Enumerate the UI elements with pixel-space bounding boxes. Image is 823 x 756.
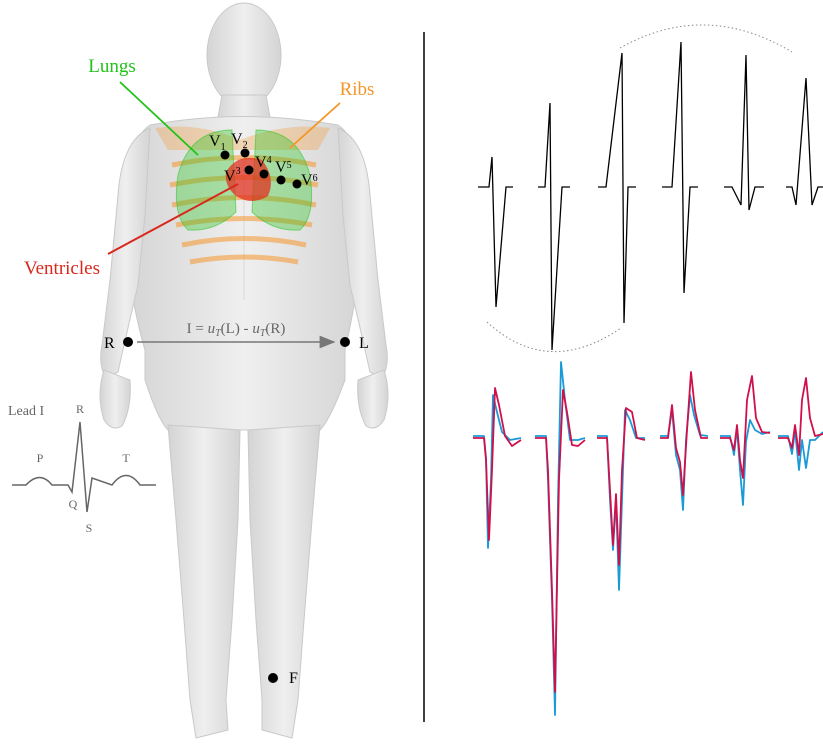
electrode-r-dot	[123, 337, 133, 347]
trace-v6-red	[778, 378, 823, 455]
electrode-l-dot	[340, 337, 350, 347]
trace-v4-red	[660, 372, 708, 495]
trace-v1-blue	[473, 395, 521, 548]
electrode-l-label: L	[359, 335, 369, 352]
trace-v4-black	[662, 42, 698, 293]
wave-s-label: S	[86, 521, 93, 535]
wave-r-label: R	[76, 402, 84, 416]
electrode-r-label: R	[104, 335, 115, 352]
right-hand	[100, 370, 130, 428]
trace-v5-black	[724, 55, 764, 210]
left-leg	[248, 425, 320, 738]
electrode-v3-dot	[245, 166, 254, 175]
electrode-v5-dot	[277, 176, 286, 185]
ventricles-label: Ventricles	[24, 258, 100, 279]
lead-i-label: Lead I	[8, 404, 44, 419]
trace-v3-black	[598, 53, 636, 323]
trace-v6-black	[786, 78, 823, 205]
ribs-label: Ribs	[340, 79, 375, 100]
trace-v2-blue	[535, 362, 585, 715]
wave-q-label: Q	[69, 497, 78, 511]
lead-i-schematic: Lead I P R Q S T	[8, 402, 156, 535]
trace-v1-black	[478, 157, 513, 307]
electrode-f-dot	[268, 673, 278, 683]
electrode-f-label: F	[289, 670, 298, 687]
dotted-arc-top	[620, 25, 792, 52]
head	[207, 3, 281, 107]
lungs-label: Lungs	[88, 56, 136, 77]
body-silhouette	[100, 3, 388, 738]
wave-p-label: P	[37, 451, 44, 465]
trace-v2-black	[538, 103, 570, 350]
right-leg	[168, 425, 240, 738]
lead-i-formula: I = uT(L) - uT(R)	[187, 321, 286, 339]
lead-i-waveform	[12, 422, 156, 512]
upper-trace-panel	[478, 25, 823, 352]
left-hand	[358, 370, 388, 428]
lower-trace-panel	[473, 362, 823, 715]
wave-t-label: T	[122, 451, 130, 465]
